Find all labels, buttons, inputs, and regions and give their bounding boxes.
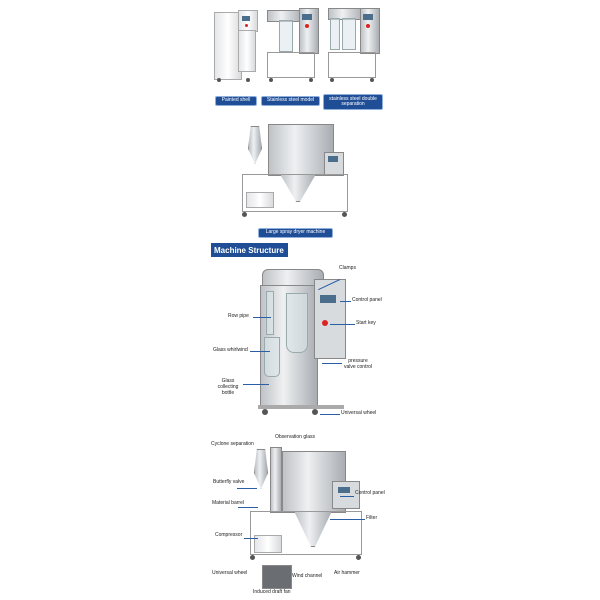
section-title: Machine Structure [211, 243, 288, 257]
label-clamps: Clamps [339, 265, 356, 271]
label-filter: Filter [366, 515, 378, 521]
leader-line [243, 384, 269, 385]
leader-line [330, 324, 355, 325]
label-cyclone-separation: Cyclone separation [211, 441, 254, 447]
label-glass-whirlwind: Glass whirlwind [213, 347, 248, 353]
label-material-barrel: Material barrel [212, 500, 244, 506]
leader-line [244, 538, 258, 539]
leader-line [320, 414, 340, 415]
double-separation-badge: stainless steel double separation [323, 94, 383, 110]
large-spray-dryer-image [240, 120, 352, 220]
painted-shell-machine-image [212, 2, 258, 84]
painted-shell-badge: Painted shell [215, 96, 257, 106]
label-universal-wheel: Universal wheel [341, 410, 377, 416]
label-glass-collecting-bottle: Glass collecting bottle [217, 378, 239, 396]
label-compressor: Compressor [215, 532, 243, 538]
leader-line [330, 519, 365, 520]
leader-line [322, 363, 342, 364]
leader-line [340, 301, 351, 302]
lab-spray-dryer-image [258, 265, 348, 417]
leader-line [238, 507, 258, 508]
leader-line [253, 317, 271, 318]
label-air-hammer: Air hammer [334, 570, 360, 576]
stainless-steel-badge: Stainless steel model [261, 96, 320, 106]
double-separation-machine-image [326, 2, 380, 84]
label-control-panel: Control panel [352, 297, 382, 303]
label-row-pipe: Row pipe [228, 313, 249, 319]
leader-line [340, 496, 354, 497]
label-pressure-valve-control: pressure valve control [343, 358, 373, 370]
label-butterfly-valve: Butterfly valve [213, 479, 245, 485]
label-induced-draft-fan: Induced draft fan [253, 589, 291, 595]
label-observation-glass: Observation glass [275, 434, 316, 440]
stainless-steel-machine-image [265, 2, 319, 84]
leader-line [250, 351, 270, 352]
label-universal-wheel-large: Universal wheel [212, 570, 248, 576]
label-start-key: Start key [356, 320, 376, 326]
induced-draft-fan-image [262, 565, 292, 589]
industrial-spray-dryer-image [248, 445, 366, 565]
large-machine-badge: Large spray dryer machine [258, 228, 333, 238]
label-control-panel-large: Control panel [355, 490, 385, 496]
label-wind-channel: Wind channel [292, 573, 323, 579]
leader-line [237, 488, 257, 489]
